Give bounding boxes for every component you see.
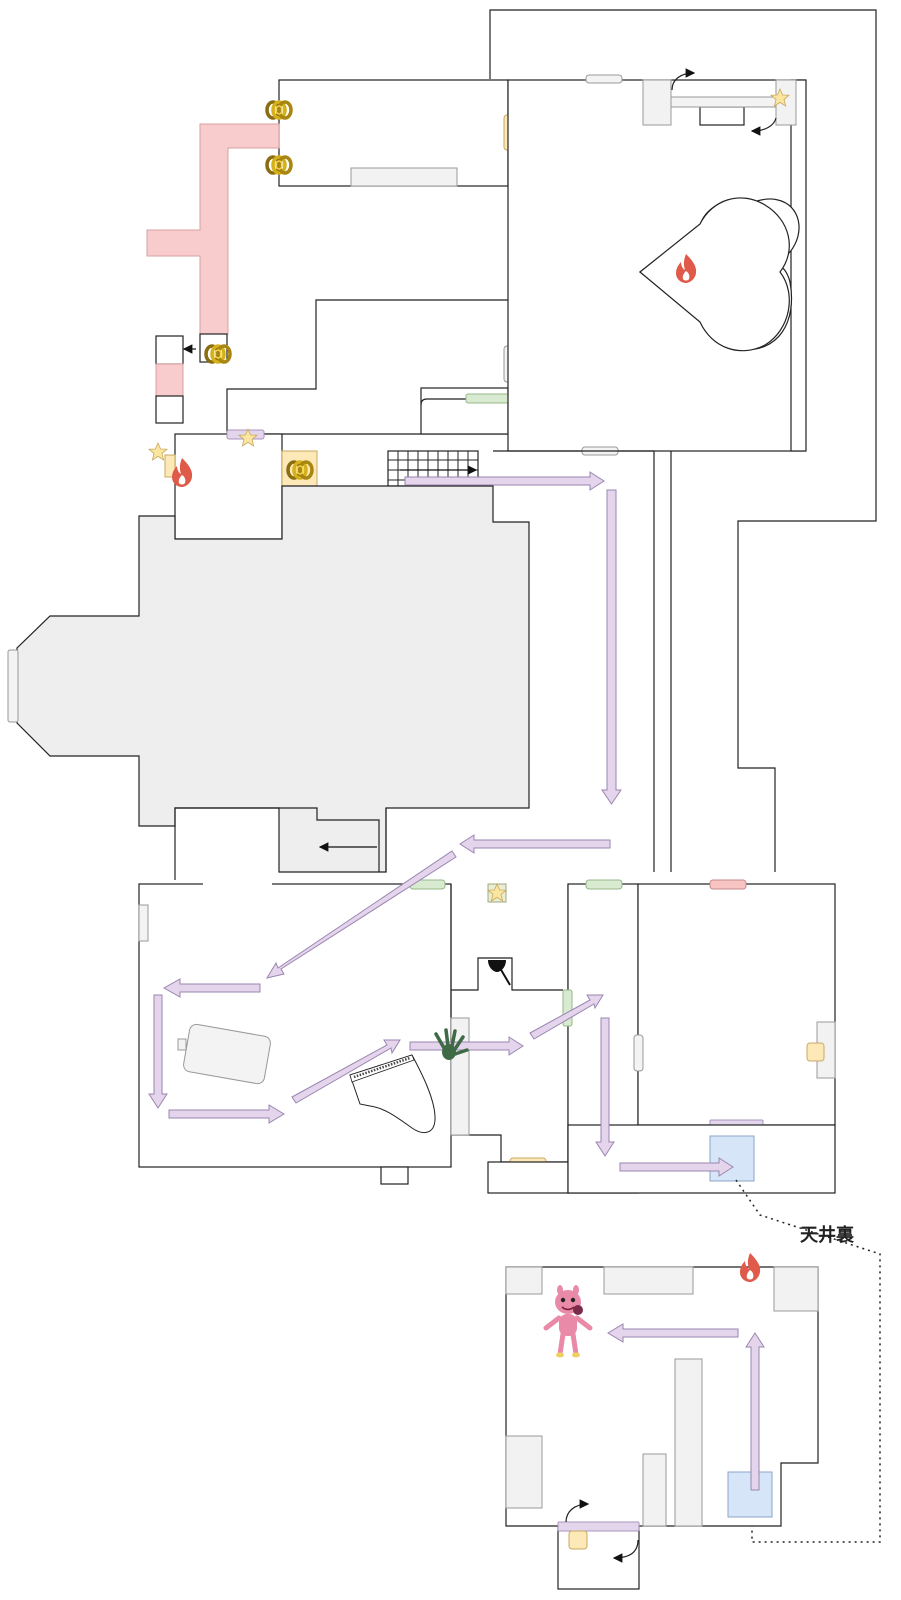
route-arrow <box>162 978 261 998</box>
route-arrow <box>619 1157 734 1177</box>
route-arrow <box>404 471 605 491</box>
gray-hall <box>16 485 530 873</box>
piano <box>349 1054 436 1133</box>
pink-doll-character-icon <box>543 1285 593 1358</box>
vertical-passage <box>653 451 672 872</box>
piano-room <box>138 879 452 1185</box>
route-arrow <box>168 1104 285 1124</box>
route-arrow <box>607 1323 739 1343</box>
route-arrow <box>148 994 168 1109</box>
attic-label: 天井裏 <box>800 1225 854 1246</box>
route-arrow <box>265 850 457 979</box>
west-window <box>7 649 19 723</box>
route-arrow <box>459 834 611 854</box>
route-arrow <box>409 1036 524 1056</box>
attic-room <box>505 1266 819 1590</box>
middle-stepped-wall <box>226 299 514 435</box>
lamp <box>488 960 511 986</box>
route-arrow <box>595 1017 615 1157</box>
route-arrows <box>148 471 765 1491</box>
route-arrow <box>529 994 604 1040</box>
route-arrow <box>601 489 622 805</box>
east-room <box>567 879 836 1194</box>
route-arrow <box>745 1332 765 1491</box>
right-corridor <box>385 450 654 872</box>
star-icon <box>148 442 168 461</box>
fire-icon <box>740 1253 761 1282</box>
route-arrow <box>291 1039 401 1104</box>
attic-hatch-upper <box>727 1471 773 1518</box>
attic-connection-path <box>735 1179 881 1543</box>
heart-room <box>507 68 807 456</box>
hazard-corridor <box>146 123 280 363</box>
upper-storage-room <box>278 79 514 187</box>
attic-hatch-lower <box>709 1135 755 1182</box>
outer-corridor-outline <box>489 9 877 872</box>
south-entry <box>174 807 380 880</box>
sofa <box>183 1023 271 1085</box>
hand-print-icon <box>434 1028 469 1060</box>
side-closet <box>155 335 196 424</box>
